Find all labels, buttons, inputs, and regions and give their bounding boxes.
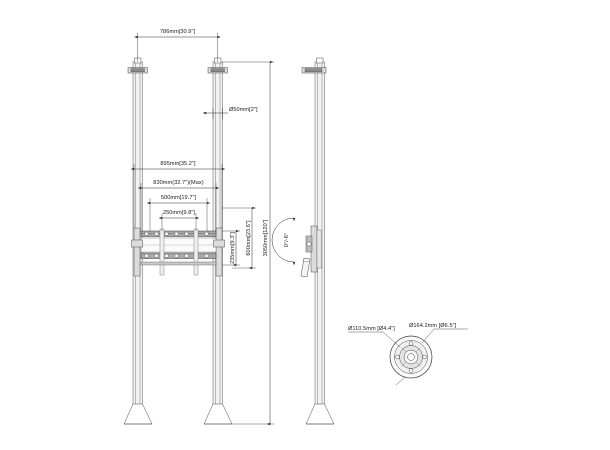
dimension-vesa-235: 235mm[9.3"]: [222, 229, 240, 267]
side-tilt-assembly: [300, 225, 322, 278]
dimension-pole-diameter: Ø50mm[2"]: [202, 107, 258, 119]
bracket-lower-skirt: [140, 261, 217, 266]
side-pole-clamp-band: [316, 229, 322, 269]
bracket-right-pole-clamp: [213, 239, 225, 248]
dim-label-3050: 3050mm[120"]: [263, 219, 269, 256]
vesa-arm-left: [159, 228, 165, 276]
dimension-vesa-250: 250mm[9.8"]: [158, 210, 200, 231]
annotation-tilt-angle: 0°/-6°: [271, 217, 296, 266]
dim-label-500: 500mm[19.7"]: [161, 195, 197, 201]
leader-line-110: [382, 331, 401, 348]
flange-bolt-hole-bottom: [408, 368, 414, 373]
flange-spoke-se: [416, 362, 421, 367]
bracket-left-plate: [133, 227, 141, 277]
front-elevation-view: 786mm[30.9"] Ø50mm[2"] 895mm[35.2"] 830m…: [123, 29, 274, 426]
dimension-total-height-3050: 3050mm[120"]: [222, 60, 274, 426]
side-tilt-pivot: [306, 241, 312, 247]
leader-dia-110: Ø110.5mm [Ø4.4"]: [348, 326, 401, 348]
leader-line-164: [421, 328, 435, 344]
display-mount-bracket: [131, 227, 225, 277]
flange-bottom-leader: [395, 376, 406, 386]
right-pole-top-cap: [214, 57, 222, 64]
dim-label-250: 250mm[9.8"]: [163, 210, 195, 216]
bracket-right-plate: [215, 227, 223, 277]
leader-dia-164: Ø164.2mm [Ø6.5"]: [409, 323, 468, 344]
base-flange-detail-view: Ø110.5mm [Ø4.4"] Ø164.2mm [Ø6.5"]: [348, 323, 468, 386]
dimension-vesa-500: 500mm[19.7"]: [146, 195, 211, 231]
dim-label-dia-110: Ø110.5mm [Ø4.4"]: [348, 326, 395, 332]
side-ceiling-clamp-inner: [304, 68, 323, 73]
dim-label-235: 235mm[9.3"]: [230, 232, 236, 264]
vesa-arm-right: [193, 228, 199, 276]
side-elevation-view: 0°/-6°: [271, 57, 335, 425]
left-pole-top-cap: [134, 57, 142, 64]
dim-label-pole-diameter: Ø50mm[2"]: [229, 107, 258, 113]
side-pole-top-cap: [316, 57, 324, 64]
dim-label-830: 830mm(32.7")(Max): [153, 180, 203, 186]
dim-label-tilt-angle: 0°/-6°: [284, 233, 290, 247]
flange-spoke-sw: [401, 362, 406, 367]
dim-label-600: 600mm[23.6"]: [246, 220, 252, 256]
right-pole-clamp-inner: [210, 68, 225, 73]
flange-bolt-hole-top: [408, 341, 414, 346]
bracket-top-rail-holes: [144, 232, 209, 236]
flange-bolt-hole-right: [422, 354, 427, 360]
flange-spoke-ne: [416, 347, 421, 352]
tilt-angle-arc: [271, 217, 296, 266]
dim-label-pole-spacing: 786mm[30.9"]: [160, 29, 196, 35]
flange-spoke-nw: [401, 347, 406, 352]
bracket-bottom-rail: [140, 252, 217, 259]
dim-label-dia-164: Ø164.2mm [Ø6.5"]: [409, 323, 457, 329]
dimension-bracket-width-895: 895mm[35.2"]: [130, 161, 226, 228]
left-pole-clamp-inner: [130, 68, 145, 73]
bracket-left-pole-clamp: [131, 239, 143, 248]
side-screen-profile: [300, 257, 311, 278]
side-screen-detail-line: [302, 260, 310, 263]
dimension-mount-600: 600mm[23.6"]: [222, 206, 256, 270]
dim-label-895: 895mm[35.2"]: [160, 161, 196, 167]
flange-bore: [407, 353, 415, 361]
flange-bolt-hole-left: [395, 354, 400, 360]
dimension-pole-spacing: 786mm[30.9"]: [134, 29, 221, 62]
dimension-screen-width-830: 830mm(32.7")(Max): [137, 180, 220, 231]
